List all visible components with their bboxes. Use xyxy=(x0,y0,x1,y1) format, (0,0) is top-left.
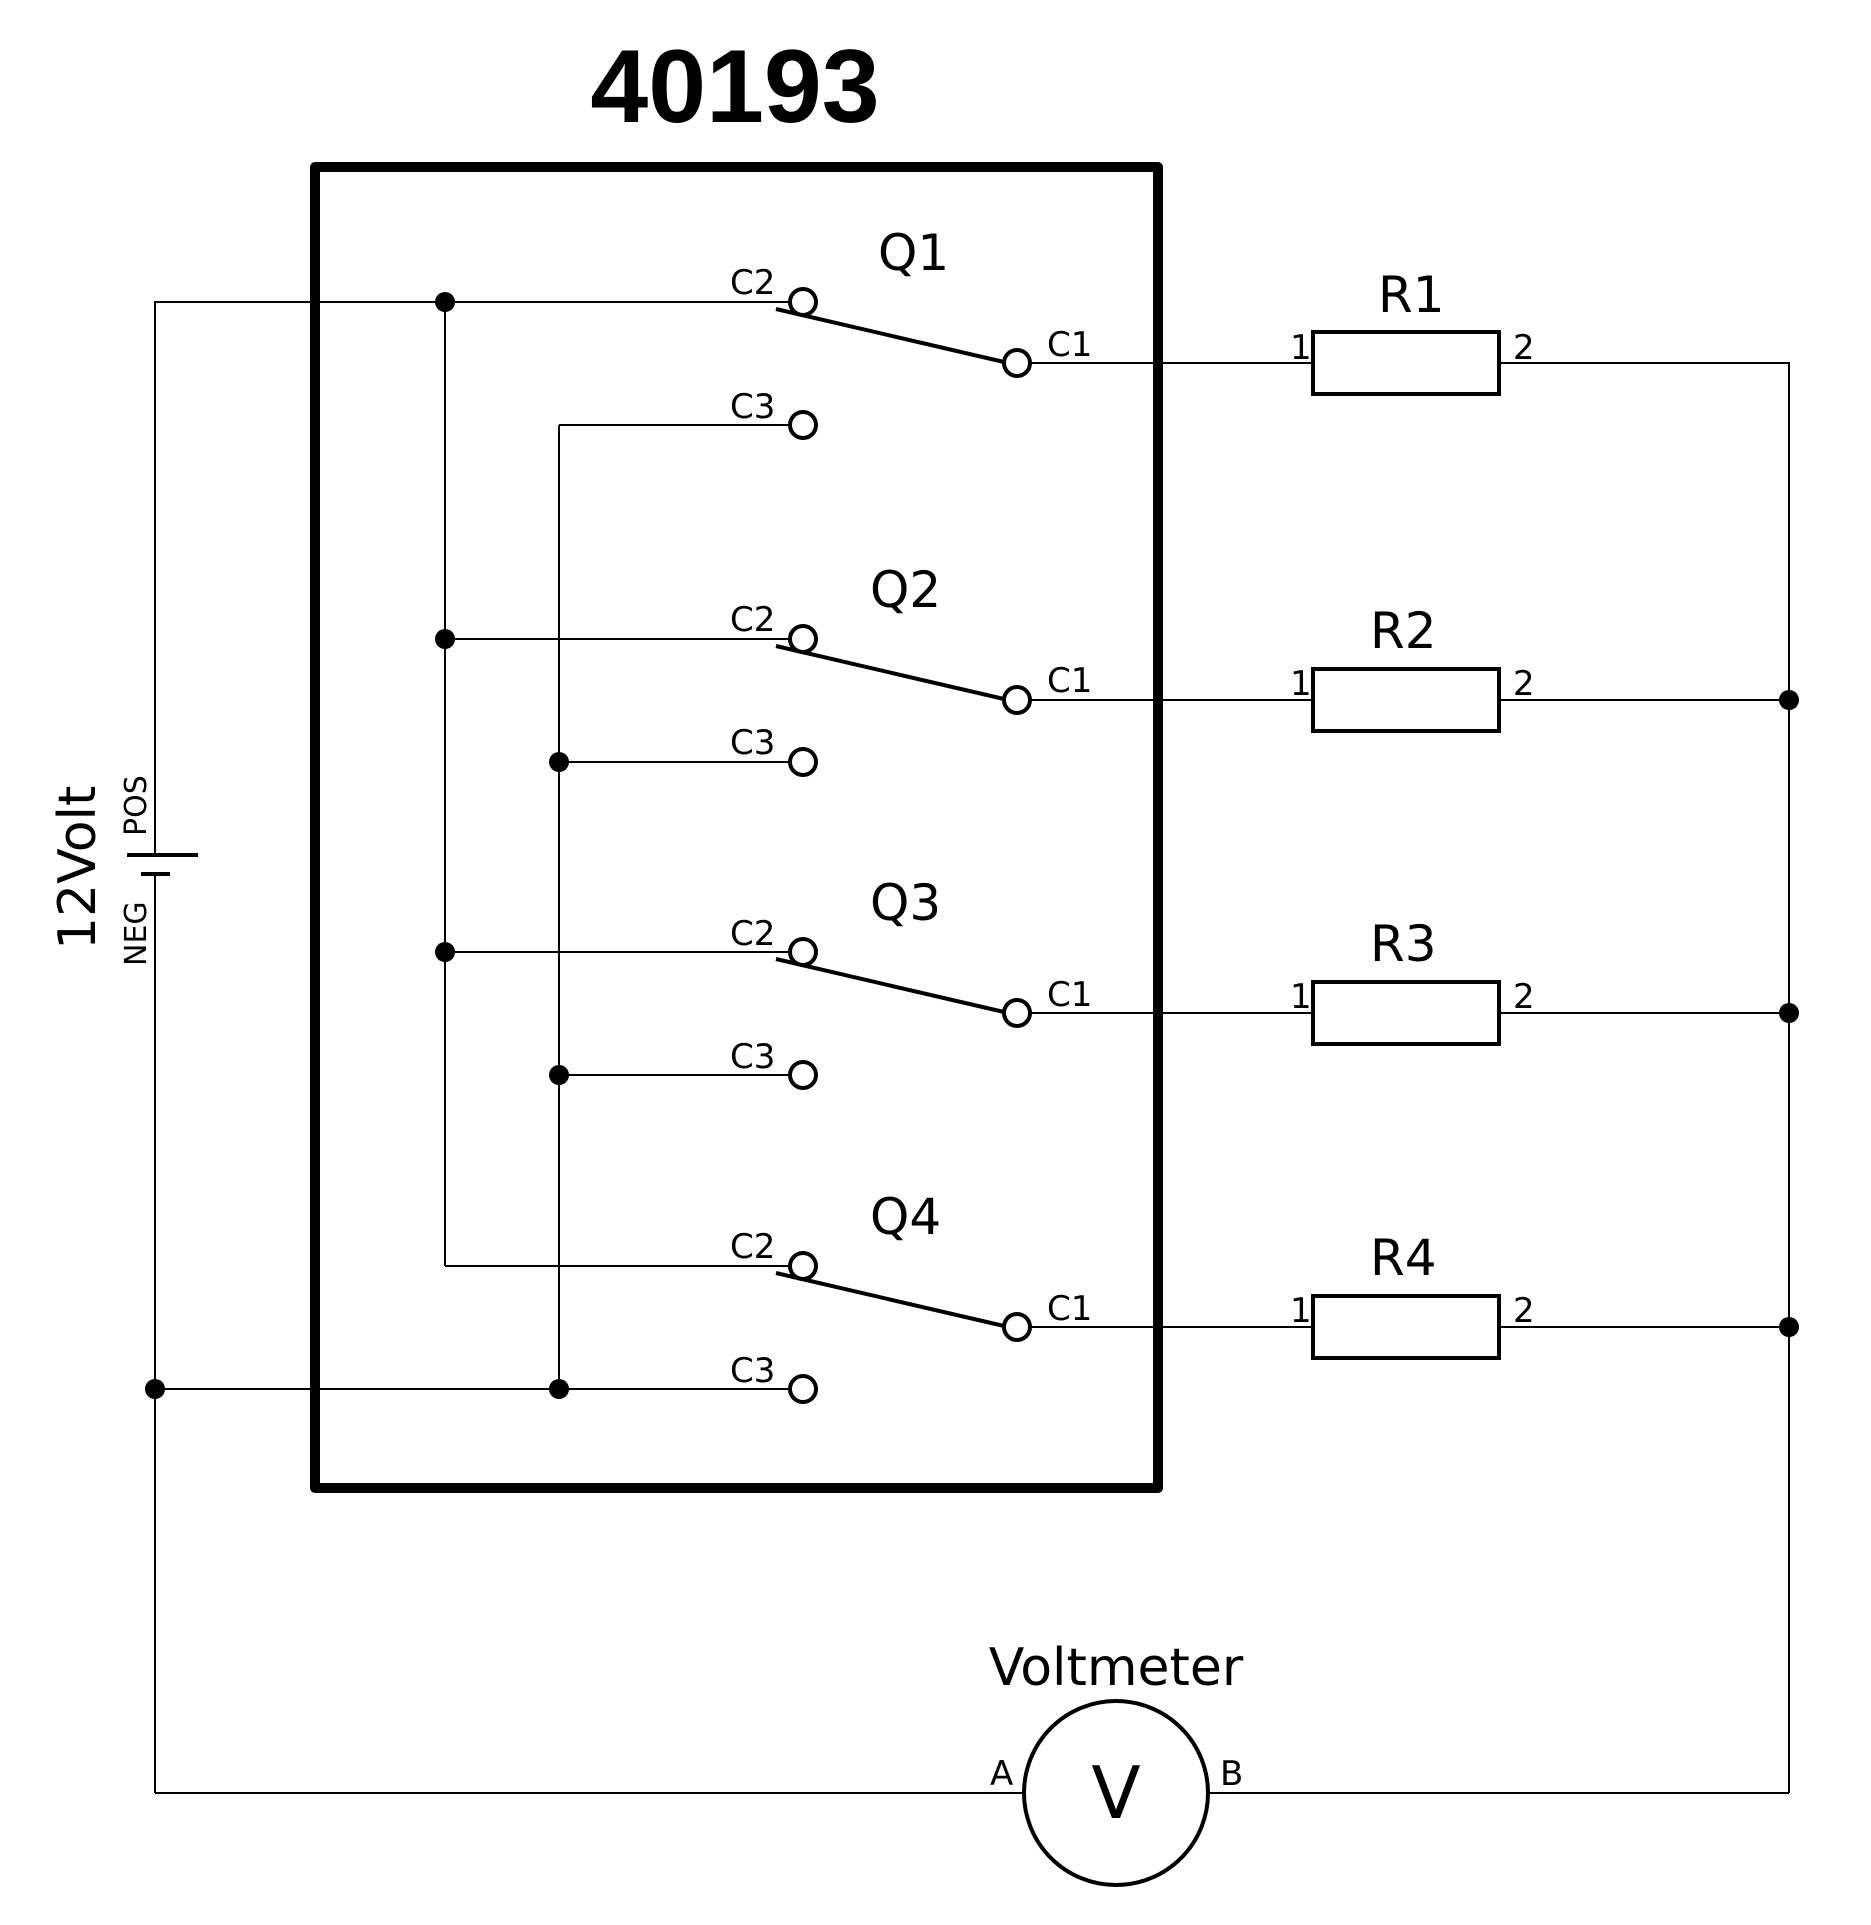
junction-dot xyxy=(435,629,455,649)
pin-label-1: 1 xyxy=(1290,664,1312,704)
junction-dot xyxy=(1779,1317,1799,1337)
junction-dot xyxy=(145,1379,165,1399)
terminal-c3 xyxy=(788,747,818,777)
pin-label-2: 2 xyxy=(1513,977,1535,1017)
terminal-c1 xyxy=(1002,1312,1032,1342)
switch-label: Q3 xyxy=(870,874,941,932)
terminal-c1 xyxy=(1002,998,1032,1028)
switch-q2: Q2 C2 C3 C1 xyxy=(730,561,1092,777)
switch-q3: Q3 C2 C3 C1 xyxy=(730,874,1092,1090)
pin-label-c3: C3 xyxy=(730,387,775,427)
pin-label-c1: C1 xyxy=(1047,1289,1092,1329)
pin-label-c2: C2 xyxy=(730,914,775,954)
terminal-c2 xyxy=(788,1251,818,1281)
resistor-r1: R1 1 2 xyxy=(1290,266,1535,396)
voltmeter: Voltmeter V A B xyxy=(989,1638,1244,1887)
pin-label-2: 2 xyxy=(1513,664,1535,704)
pin-label-c1: C1 xyxy=(1047,975,1092,1015)
battery-pos-label: POS xyxy=(119,775,154,836)
pin-label-c1: C1 xyxy=(1047,325,1092,365)
junction-dot xyxy=(1779,690,1799,710)
junction-dot xyxy=(435,292,455,312)
resistor-label: R3 xyxy=(1370,915,1437,973)
junction-dot xyxy=(1779,1003,1799,1023)
pin-label-c3: C3 xyxy=(730,723,775,763)
terminal-c3 xyxy=(788,410,818,440)
pin-label-2: 2 xyxy=(1513,1291,1535,1331)
terminal-c2 xyxy=(788,937,818,967)
resistor-label: R1 xyxy=(1378,266,1445,324)
pin-label-c3: C3 xyxy=(730,1037,775,1077)
battery-neg-label: NEG xyxy=(119,901,154,966)
pin-label-a: A xyxy=(990,1754,1013,1794)
resistor-label: R4 xyxy=(1370,1229,1437,1287)
pin-label-1: 1 xyxy=(1290,328,1312,368)
resistor-r4: R4 1 2 xyxy=(1290,1229,1535,1360)
battery-label: 12Volt xyxy=(48,786,108,950)
pin-label-c2: C2 xyxy=(730,1227,775,1267)
battery-12v: 12Volt POS NEG xyxy=(48,775,198,966)
switch-label: Q2 xyxy=(870,561,941,619)
voltmeter-circle xyxy=(1022,1699,1210,1887)
terminal-c1 xyxy=(1002,348,1032,378)
pin-label-c3: C3 xyxy=(730,1351,775,1391)
pin-label-c2: C2 xyxy=(730,263,775,303)
resistor-r3: R3 1 2 xyxy=(1290,915,1535,1046)
resistor-r2: R2 1 2 xyxy=(1290,602,1535,733)
pin-label-b: B xyxy=(1220,1754,1243,1794)
resistor-label: R2 xyxy=(1370,602,1437,660)
pin-label-c2: C2 xyxy=(730,600,775,640)
pin-label-1: 1 xyxy=(1290,1291,1312,1331)
pin-label-2: 2 xyxy=(1513,328,1535,368)
junction-dot xyxy=(549,1065,569,1085)
terminal-c3 xyxy=(788,1060,818,1090)
voltmeter-title: Voltmeter xyxy=(989,1638,1244,1698)
voltmeter-symbol: V xyxy=(1091,1751,1140,1835)
terminal-c3 xyxy=(788,1374,818,1404)
switch-label: Q4 xyxy=(870,1188,941,1246)
junction-dot xyxy=(549,752,569,772)
switch-q1: Q1 C2 C3 C1 xyxy=(730,224,1092,440)
chip-title: 40193 xyxy=(590,29,879,145)
junction-dot xyxy=(549,1379,569,1399)
pin-label-1: 1 xyxy=(1290,977,1312,1017)
junction-dot xyxy=(435,942,455,962)
junctions xyxy=(145,292,1799,1399)
terminal-c1 xyxy=(1002,685,1032,715)
terminal-c2 xyxy=(788,287,818,317)
pin-label-c1: C1 xyxy=(1047,661,1092,701)
switch-label: Q1 xyxy=(878,224,949,282)
chip-outline xyxy=(310,162,1163,1493)
wiring xyxy=(154,301,1790,1794)
terminal-c2 xyxy=(788,624,818,654)
switch-q4: Q4 C2 C3 C1 xyxy=(730,1188,1092,1404)
